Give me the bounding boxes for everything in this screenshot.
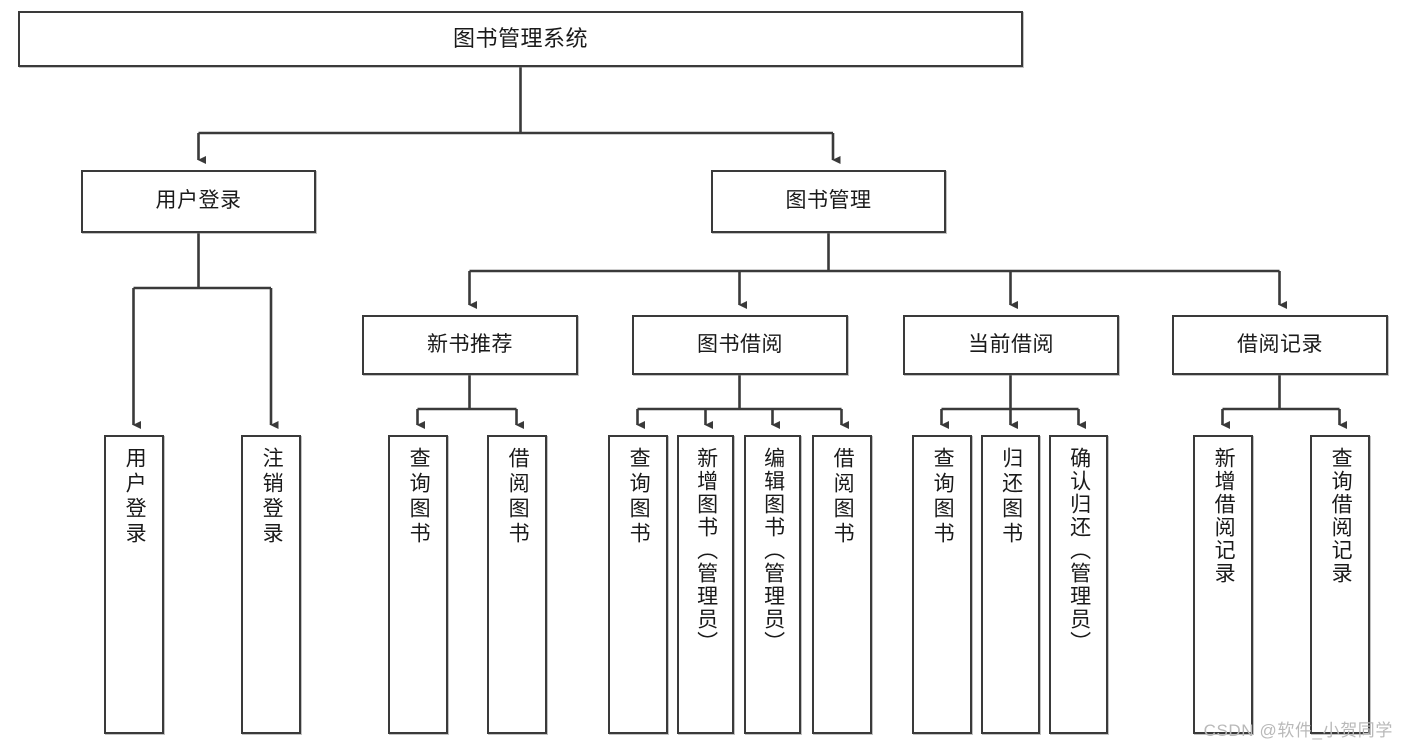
leaf-book-borrow-add-book-admin[interactable]: 新增图书（管理员） — [677, 435, 734, 734]
leaf-current-borrow-return-books[interactable]: 归还图书 — [981, 435, 1040, 734]
node-label: 用户登录 — [123, 447, 147, 547]
node-label: 借阅图书 — [506, 447, 530, 547]
node-book-management[interactable]: 图书管理 — [711, 170, 946, 233]
leaf-book-borrow-query-books[interactable]: 查询图书 — [608, 435, 668, 734]
node-label: 编辑图书（管理员） — [761, 447, 785, 654]
node-label: 查询图书 — [931, 447, 955, 547]
node-label: 用户登录 — [155, 189, 242, 213]
node-label: 归还图书 — [999, 447, 1023, 547]
node-root-book-management-system[interactable]: 图书管理系统 — [18, 11, 1023, 67]
node-label: 新书推荐 — [427, 332, 513, 356]
node-current-borrow[interactable]: 当前借阅 — [903, 315, 1119, 375]
node-label: 借阅图书 — [831, 447, 855, 547]
node-label: 查询借阅记录 — [1329, 447, 1353, 585]
node-label: 图书管理 — [785, 189, 872, 213]
leaf-user-login-signout[interactable]: 注销登录 — [241, 435, 301, 734]
node-label: 新增借阅记录 — [1212, 447, 1236, 585]
node-book-borrow[interactable]: 图书借阅 — [632, 315, 848, 375]
node-label: 查询图书 — [407, 447, 431, 547]
node-label: 确认归还（管理员） — [1067, 447, 1091, 654]
leaf-book-borrow-borrow-books[interactable]: 借阅图书 — [812, 435, 872, 734]
node-label: 注销登录 — [260, 447, 284, 547]
leaf-new-book-borrow-books[interactable]: 借阅图书 — [487, 435, 547, 734]
node-label: 图书借阅 — [697, 332, 783, 356]
leaf-book-borrow-edit-book-admin[interactable]: 编辑图书（管理员） — [744, 435, 801, 734]
node-borrow-records[interactable]: 借阅记录 — [1172, 315, 1388, 375]
leaf-current-borrow-query-books[interactable]: 查询图书 — [912, 435, 972, 734]
node-label: 新增图书（管理员） — [694, 447, 718, 654]
node-label: 查询图书 — [627, 447, 651, 547]
node-user-login[interactable]: 用户登录 — [81, 170, 316, 233]
csdn-watermark: CSDN @软件_小贺同学 — [1203, 721, 1393, 740]
node-label: 借阅记录 — [1237, 332, 1323, 356]
node-new-book-recommend[interactable]: 新书推荐 — [362, 315, 578, 375]
leaf-new-book-query-books[interactable]: 查询图书 — [388, 435, 448, 734]
leaf-records-add-borrow-record[interactable]: 新增借阅记录 — [1193, 435, 1253, 734]
node-label: 图书管理系统 — [452, 26, 588, 52]
leaf-records-query-borrow-record[interactable]: 查询借阅记录 — [1310, 435, 1370, 734]
node-label: 当前借阅 — [968, 332, 1054, 356]
leaf-user-login-signin[interactable]: 用户登录 — [104, 435, 164, 734]
leaf-current-borrow-confirm-return-admin[interactable]: 确认归还（管理员） — [1049, 435, 1108, 734]
